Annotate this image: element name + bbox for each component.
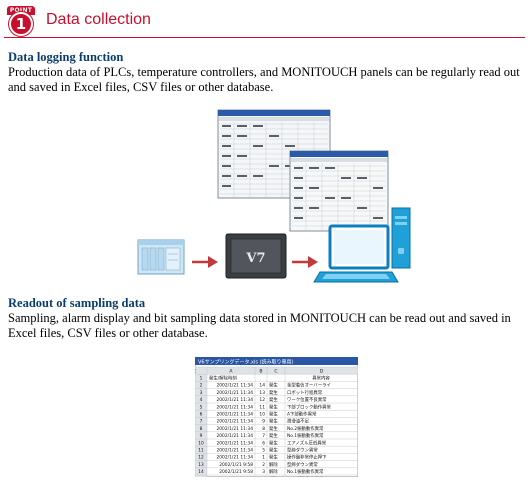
section-heading-readout: Readout of sampling data bbox=[8, 296, 146, 310]
code-cell: 5 bbox=[262, 448, 265, 454]
column-header: E bbox=[195, 368, 197, 374]
badge-number: 1 bbox=[9, 12, 33, 36]
row-number: 6 bbox=[200, 412, 203, 418]
row-number: 12 bbox=[198, 455, 204, 461]
status-cell: 発生 bbox=[269, 396, 278, 403]
row-number: 11 bbox=[198, 448, 204, 454]
row-number: 4 bbox=[200, 397, 203, 403]
row-number: 13 bbox=[198, 462, 204, 468]
column-header: A bbox=[229, 368, 233, 374]
timestamp-cell: 2002/1/21 9:58 bbox=[219, 469, 253, 475]
point-badge: POINT 1 bbox=[4, 6, 38, 36]
code-cell: 11 bbox=[259, 404, 265, 410]
badge-label: POINT bbox=[7, 6, 35, 15]
description-cell: エアノズル圧低異常 bbox=[287, 439, 327, 446]
status-cell: 発生 bbox=[269, 425, 278, 432]
code-cell: 14 bbox=[259, 383, 265, 389]
code-cell: 7 bbox=[262, 433, 265, 439]
sampling-spreadsheet: V6サンプリングデータ.xls (読み取り専用) ABCDE1発生/解除時刻異常… bbox=[195, 357, 358, 477]
timestamp-cell: 2002/1/21 11:34 bbox=[216, 397, 253, 403]
status-cell: 発生 bbox=[269, 403, 278, 410]
header-divider bbox=[4, 37, 525, 38]
spreadsheet-window-front-icon bbox=[289, 150, 389, 232]
timestamp-cell: 2002/1/21 9:58 bbox=[219, 462, 253, 468]
monitouch-panel-icon: V7 bbox=[225, 233, 287, 279]
code-cell: 12 bbox=[259, 397, 265, 403]
status-cell: 発生 bbox=[269, 454, 278, 461]
status-cell: 発生 bbox=[269, 411, 278, 418]
code-cell: 4 bbox=[262, 476, 265, 477]
description-cell: No.1振動動作異常 bbox=[287, 432, 324, 439]
code-cell: 13 bbox=[259, 390, 265, 396]
arrow-right-icon bbox=[192, 256, 218, 268]
code-cell: 2 bbox=[262, 462, 265, 468]
computer-icon bbox=[313, 207, 411, 283]
description-cell: No.1振動動作異常 bbox=[287, 468, 324, 475]
section-body-data-logging: Production data of PLCs, temperature con… bbox=[8, 65, 520, 94]
description-cell: ロボット行程異常 bbox=[287, 389, 323, 396]
description-cell: 型締ダウン異常 bbox=[287, 447, 318, 454]
timestamp-cell: 2002/1/21 11:34 bbox=[216, 419, 253, 425]
spreadsheet-title: V6サンプリングデータ.xls (読み取り専用) bbox=[198, 358, 294, 365]
row-number: 3 bbox=[200, 390, 203, 396]
row-number: 1 bbox=[200, 376, 203, 382]
header-cell: 発生/解除時刻 bbox=[209, 375, 237, 382]
column-header: B bbox=[259, 368, 262, 374]
timestamp-cell: 2002/1/21 11:34 bbox=[216, 412, 253, 418]
timestamp-cell: 2002/1/21 11:34 bbox=[216, 390, 253, 396]
description-cell: No.2振動動作異常 bbox=[287, 425, 324, 432]
description-cell: 下部ブロック動作異常 bbox=[287, 403, 332, 410]
description-cell: 金型着信オーバーライ bbox=[287, 382, 331, 389]
data-logging-illustration: V7 bbox=[137, 109, 411, 283]
section-body-readout: Sampling, alarm display and bit sampling… bbox=[8, 311, 511, 340]
code-cell: 1 bbox=[262, 455, 265, 461]
timestamp-cell: 2002/1/21 9:58 bbox=[219, 476, 253, 477]
row-number: 9 bbox=[200, 433, 203, 439]
code-cell: 8 bbox=[262, 426, 265, 432]
status-cell: 解除 bbox=[269, 461, 278, 468]
column-header: C bbox=[274, 368, 277, 374]
row-number: 14 bbox=[198, 469, 204, 475]
timestamp-cell: 2002/1/21 11:34 bbox=[216, 404, 253, 410]
arrow-right-icon bbox=[292, 256, 318, 268]
header-cell: 異常内容 bbox=[312, 375, 330, 382]
timestamp-cell: 2002/1/21 11:34 bbox=[216, 455, 253, 461]
status-cell: 発生 bbox=[269, 447, 278, 454]
plc-unit-icon bbox=[137, 239, 185, 275]
page-title: Data collection bbox=[46, 11, 151, 28]
description-cell: A下部動作異常 bbox=[287, 411, 317, 418]
timestamp-cell: 2002/1/21 11:34 bbox=[216, 433, 253, 439]
timestamp-cell: 2002/1/21 11:34 bbox=[216, 383, 253, 389]
code-cell: 10 bbox=[259, 412, 265, 418]
row-number: 7 bbox=[200, 419, 203, 425]
timestamp-cell: 2002/1/21 11:34 bbox=[216, 440, 253, 446]
column-header: D bbox=[320, 368, 324, 374]
description-cell: ワーク位置不良異常 bbox=[287, 396, 327, 403]
status-cell: 発生 bbox=[269, 432, 278, 439]
status-cell: 発生 bbox=[269, 382, 278, 389]
status-cell: 発生 bbox=[269, 389, 278, 396]
timestamp-cell: 2002/1/21 11:34 bbox=[216, 448, 253, 454]
description-cell: 型締ダウン異常 bbox=[287, 461, 318, 468]
description-cell: 操作盤非常停止押下 bbox=[287, 454, 327, 461]
row-number: 8 bbox=[200, 426, 203, 432]
code-cell: 3 bbox=[262, 469, 265, 475]
code-cell: 9 bbox=[262, 419, 265, 425]
section-header: POINT 1 Data collection bbox=[4, 6, 525, 38]
row-number: 2 bbox=[200, 383, 203, 389]
status-cell: 発生 bbox=[269, 439, 278, 446]
status-cell: 発生 bbox=[269, 418, 278, 425]
panel-label: V7 bbox=[245, 251, 265, 266]
code-cell: 6 bbox=[262, 440, 265, 446]
description-cell: 潤滑油不足 bbox=[287, 418, 310, 425]
row-number: 5 bbox=[200, 404, 203, 410]
row-number: 10 bbox=[198, 440, 204, 446]
timestamp-cell: 2002/1/21 11:34 bbox=[216, 426, 253, 432]
status-cell: 解除 bbox=[269, 468, 278, 475]
section-heading-data-logging: Data logging function bbox=[8, 50, 124, 64]
row-number: 15 bbox=[198, 476, 204, 477]
